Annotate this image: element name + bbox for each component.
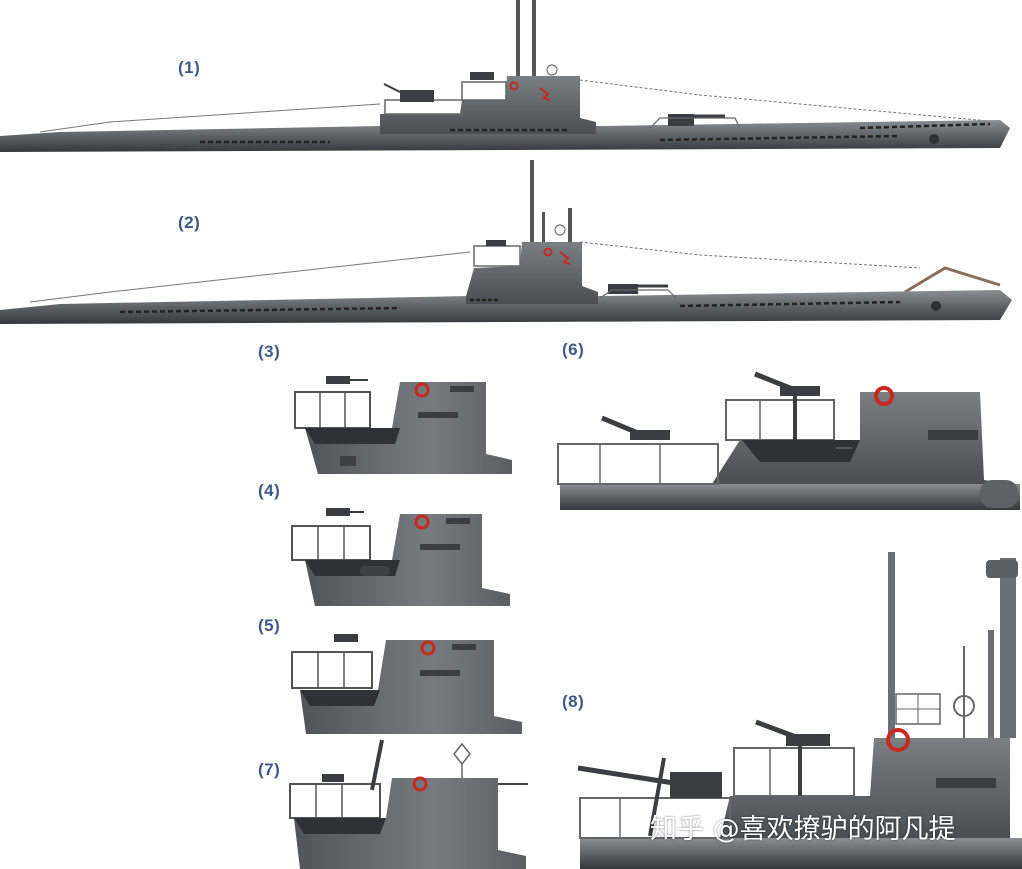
figure-label-3: (3) <box>258 342 281 361</box>
conning-tower-detail-8 <box>577 552 1022 869</box>
figure-label-1: (1) <box>178 58 201 77</box>
figure-label-6: (6) <box>562 340 585 359</box>
figure-label-4: (4) <box>258 481 281 500</box>
conning-tower-detail-5 <box>291 634 522 734</box>
conning-tower-detail-7 <box>289 739 528 869</box>
watermark-text: 知乎 @喜欢撩驴的阿凡提 <box>650 814 956 845</box>
figure-label-7: (7) <box>258 760 281 779</box>
figure-label-2: (2) <box>178 213 201 232</box>
conning-tower-detail-4 <box>291 508 510 606</box>
conning-tower-detail-6 <box>557 371 1020 510</box>
figure-label-5: (5) <box>258 616 281 635</box>
submarine-profile-2 <box>0 160 1012 324</box>
submarine-profile-1 <box>0 0 1010 152</box>
figure-label-8: (8) <box>562 692 585 711</box>
conning-tower-detail-3 <box>294 376 512 474</box>
